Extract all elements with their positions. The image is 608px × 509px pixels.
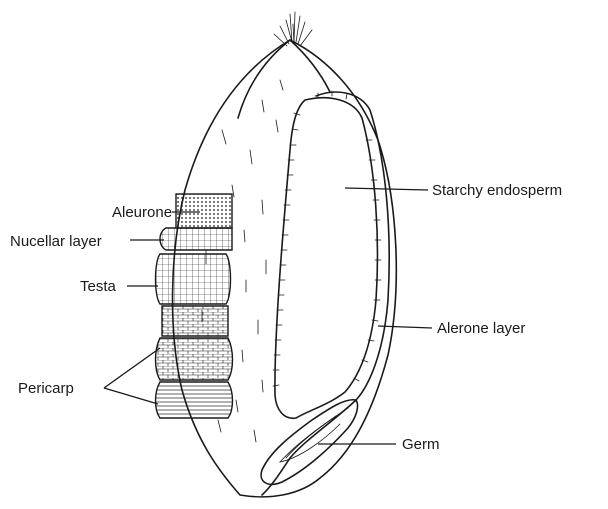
aleurone-ticks bbox=[273, 91, 381, 386]
leader-alerone-layer bbox=[378, 326, 432, 328]
leader-pericarp-1 bbox=[104, 348, 160, 388]
label-testa: Testa bbox=[80, 278, 117, 295]
label-starchy-endosperm: Starchy endosperm bbox=[432, 182, 562, 199]
nucellar-block bbox=[160, 228, 232, 250]
pericarp-block-3 bbox=[156, 382, 233, 418]
label-alerone-layer: Alerone layer bbox=[437, 320, 525, 337]
label-aleurone: Aleurone bbox=[112, 204, 172, 221]
label-pericarp: Pericarp bbox=[18, 380, 74, 397]
leader-pericarp-2 bbox=[104, 388, 158, 404]
label-germ: Germ bbox=[402, 436, 440, 453]
pericarp-block-1 bbox=[162, 306, 228, 336]
tissue-layers bbox=[156, 194, 233, 418]
label-nucellar-layer: Nucellar layer bbox=[10, 233, 102, 250]
top-ridge-left bbox=[238, 40, 290, 118]
testa-block bbox=[156, 254, 231, 304]
endosperm-outline bbox=[275, 98, 378, 419]
aleurone-block bbox=[176, 194, 232, 228]
top-ridge-right bbox=[290, 40, 330, 92]
pericarp-block-2 bbox=[156, 338, 233, 380]
